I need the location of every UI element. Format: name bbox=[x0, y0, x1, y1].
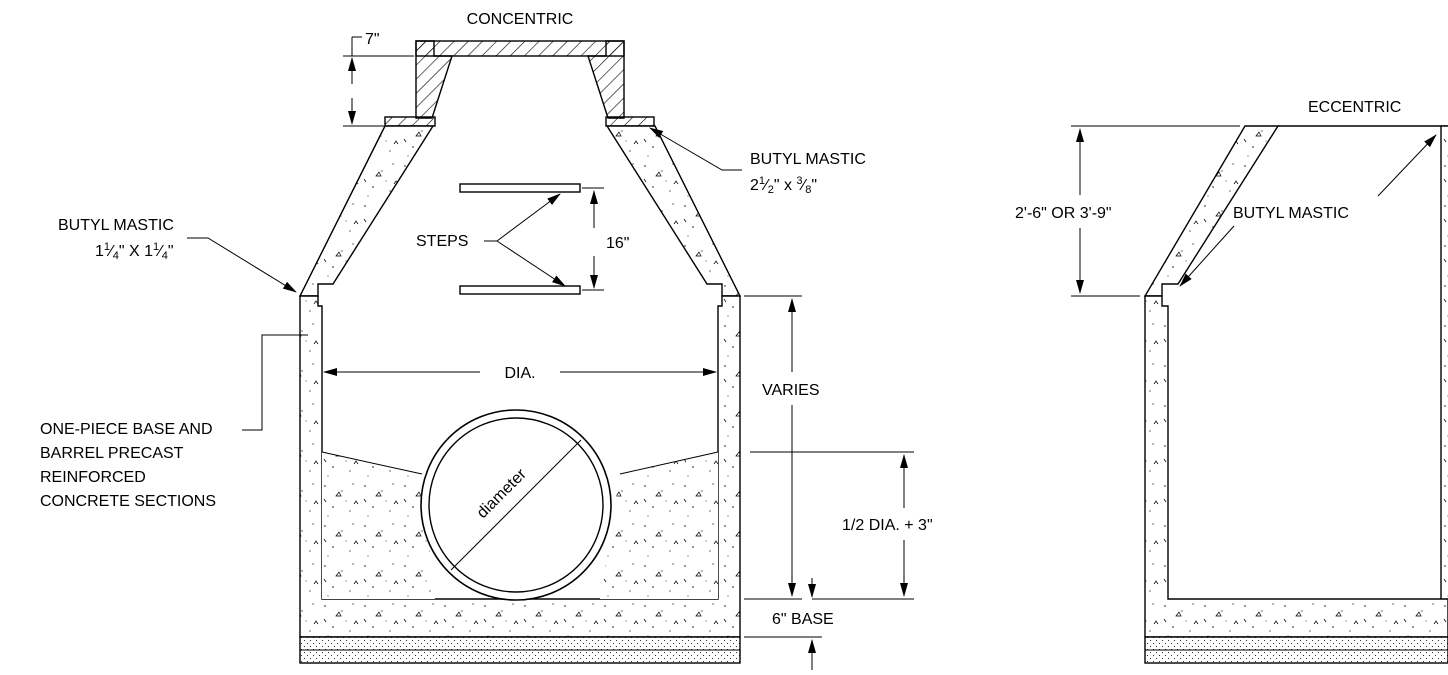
ecc-cone-height-label: 2'-6" OR 3'-9" bbox=[1015, 205, 1112, 222]
concentric-section: CONCENTRIC diameter STEPS bbox=[40, 11, 933, 670]
note-line-2: BARREL PRECAST bbox=[40, 445, 184, 462]
eccentric-title: ECCENTRIC bbox=[1308, 99, 1401, 116]
concentric-title: CONCENTRIC bbox=[467, 11, 574, 28]
base-label: 6" BASE bbox=[772, 611, 834, 628]
step-lower bbox=[459, 285, 581, 295]
note-line-3: REINFORCED bbox=[40, 469, 146, 486]
steps-arrow-up bbox=[496, 193, 561, 242]
butyl-side-leader bbox=[187, 237, 297, 293]
butyl-side-label: BUTYL MASTIC bbox=[58, 217, 174, 234]
ecc-right-wall bbox=[1440, 125, 1448, 637]
cone-left-wall bbox=[298, 125, 435, 297]
butyl-top-label: BUTYL MASTIC bbox=[750, 151, 866, 168]
half-dia-label: 1/2 DIA. + 3" bbox=[842, 517, 933, 534]
bench-right-line bbox=[619, 451, 719, 475]
pipe-inner bbox=[428, 417, 604, 593]
note-leader bbox=[242, 334, 308, 431]
steps-label: STEPS bbox=[416, 233, 468, 250]
bench-right bbox=[600, 452, 718, 599]
bench-left bbox=[322, 452, 435, 599]
step-upper bbox=[459, 183, 581, 193]
butyl-top-size: 21⁄2" x 3⁄8" bbox=[750, 175, 817, 196]
ecc-butyl-leader-left bbox=[1179, 225, 1235, 287]
ecc-butyl-leader-right bbox=[1377, 134, 1437, 197]
pipe-diameter-line bbox=[450, 439, 582, 571]
note-line-4: CONCRETE SECTIONS bbox=[40, 493, 216, 510]
precast-note: ONE-PIECE BASE AND BARREL PRECAST REINFO… bbox=[40, 421, 216, 510]
steps-spacing-label: 16" bbox=[606, 235, 629, 252]
frame-casting bbox=[384, 40, 655, 127]
frame-left-foot bbox=[384, 116, 436, 127]
cone-right-wall bbox=[605, 125, 742, 297]
steps-arrow-down bbox=[496, 240, 566, 287]
ring-height-label: 7" bbox=[365, 31, 380, 48]
butyl-side-size: 11⁄4" X 11⁄4" bbox=[95, 241, 174, 262]
ecc-barrel-and-base bbox=[1144, 295, 1448, 638]
eccentric-section: ECCENTRIC 2'-6" OR 3'-9" BUTYL MASTIC bbox=[1015, 99, 1448, 664]
butyl-top-leader bbox=[649, 127, 742, 171]
ecc-butyl-label: BUTYL MASTIC bbox=[1233, 205, 1349, 222]
dia-label: DIA. bbox=[504, 365, 535, 382]
varies-label: VARIES bbox=[762, 382, 820, 399]
frame-right-foot bbox=[605, 116, 655, 127]
bench-left-line bbox=[321, 451, 423, 475]
frame-lid bbox=[415, 40, 625, 57]
note-line-1: ONE-PIECE BASE AND bbox=[40, 421, 213, 438]
